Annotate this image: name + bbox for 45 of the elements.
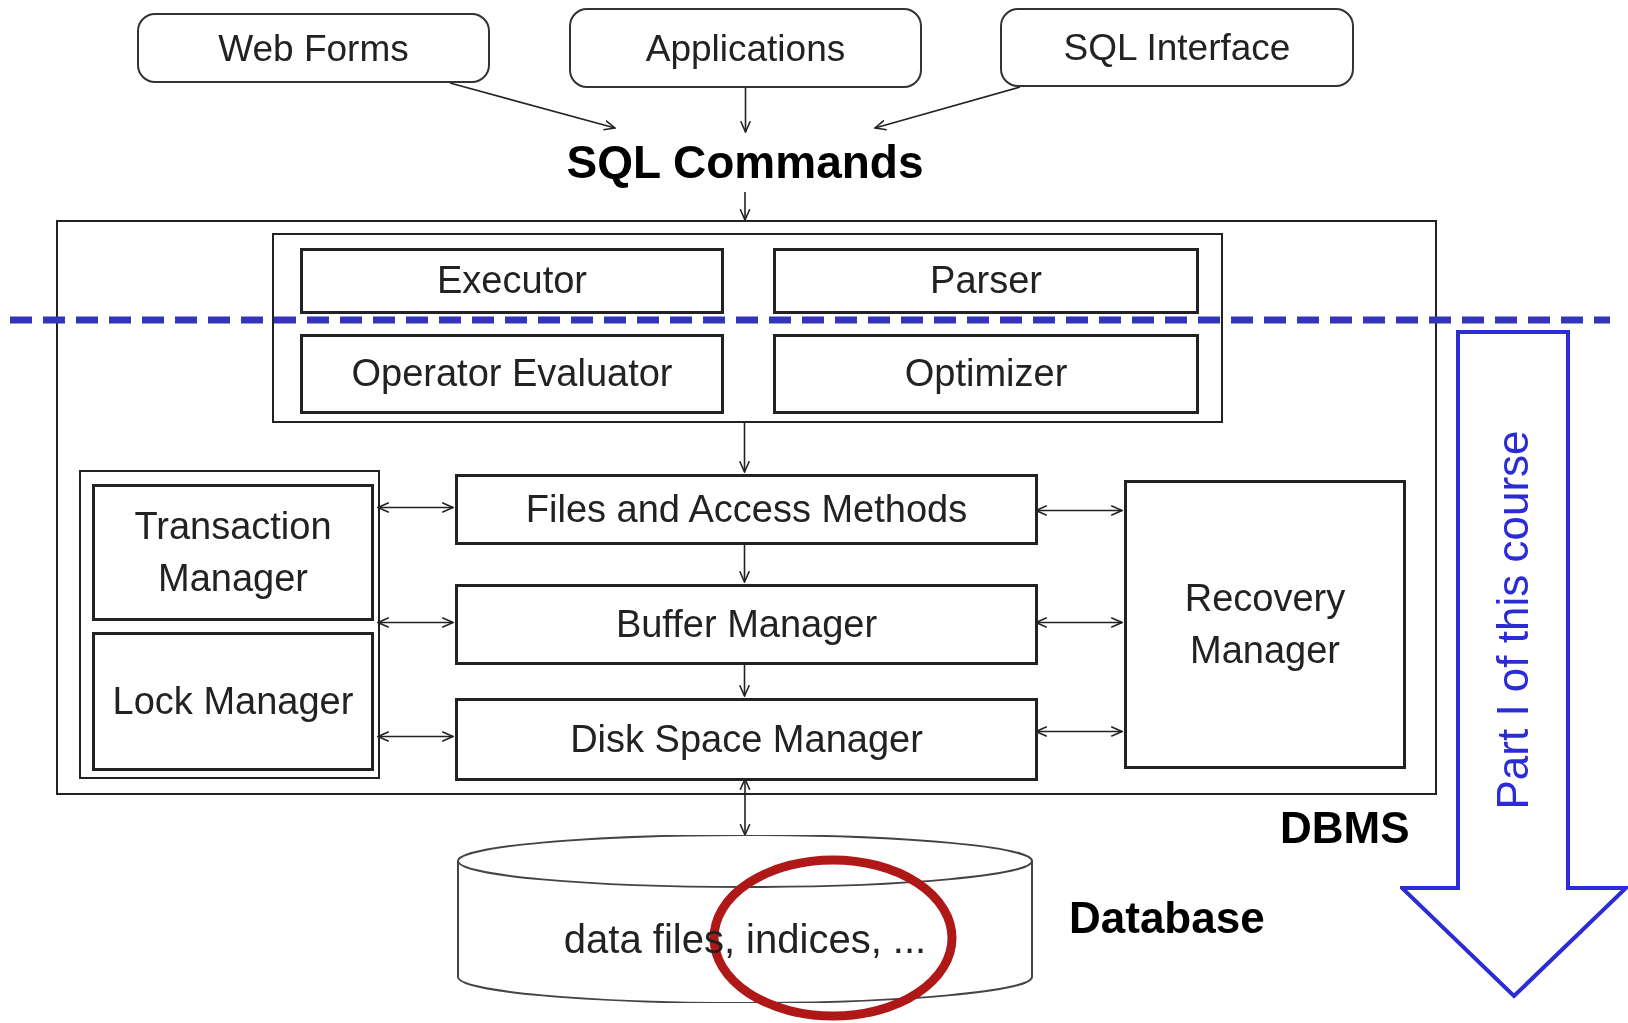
arrow [449, 82, 616, 131]
box-label: Recovery Manager [1183, 576, 1347, 673]
component-box [773, 248, 1199, 314]
arrow [739, 778, 751, 836]
component-box [455, 584, 1038, 665]
arrow [738, 420, 751, 473]
box-label: Optimizer [903, 351, 1069, 397]
database-label: Database [1069, 892, 1265, 944]
arrow [874, 86, 1021, 131]
component-box [92, 484, 374, 621]
box-label: Buffer Manager [614, 601, 879, 647]
box-label: Executor [436, 258, 588, 304]
arrow [1035, 616, 1123, 629]
box-label: Files and Access Methods [524, 486, 969, 532]
arrow [739, 87, 752, 133]
arrow [739, 191, 751, 221]
box-label: Applications [645, 29, 846, 67]
arrow [738, 542, 751, 583]
arrow [1035, 725, 1123, 738]
component-box [773, 334, 1199, 414]
box-label: Operator Evaluator [350, 351, 674, 397]
input-source-box [1000, 8, 1354, 87]
box-label: Disk Space Manager [569, 716, 924, 762]
component-group-box [272, 233, 1223, 423]
component-box [300, 334, 724, 414]
arrow [738, 662, 751, 697]
arrow [1035, 504, 1123, 517]
box-label: Parser [929, 258, 1043, 304]
input-source-box [137, 13, 490, 83]
input-source-box [569, 8, 922, 88]
box-label: Lock Manager [111, 678, 355, 724]
component-group-box [79, 470, 380, 779]
component-box [92, 632, 374, 771]
arrow [377, 730, 454, 743]
component-box [1124, 480, 1406, 769]
box-label: Web Forms [218, 29, 409, 67]
component-box [455, 474, 1038, 545]
component-box [455, 698, 1038, 781]
box-label: SQL Interface [1063, 29, 1291, 66]
system-label: DBMS [1280, 806, 1410, 850]
arrow [377, 616, 454, 629]
course-part-label: Part I of this course [1491, 430, 1535, 810]
component-box [300, 248, 724, 314]
box-label: Transaction Manager [133, 504, 333, 601]
arrow [377, 501, 454, 514]
